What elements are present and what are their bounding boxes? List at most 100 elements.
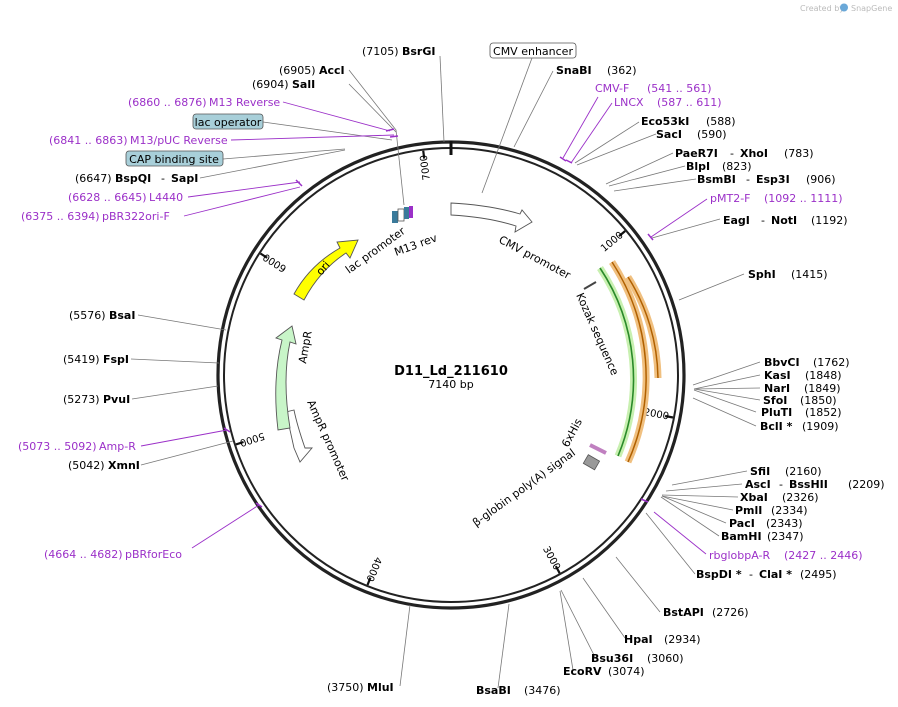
- site-eco53ki[interactable]: Eco53kI (588): [641, 115, 736, 128]
- site-sfii[interactable]: SfiI (2160): [750, 465, 822, 478]
- primer-pbr322[interactable]: (6375 .. 6394) pBR322ori-F: [21, 210, 170, 223]
- primer-lncx[interactable]: LNCX (587 .. 611): [614, 96, 722, 109]
- primer-l4440[interactable]: (6628 .. 6645) L4440: [68, 191, 183, 204]
- site-fspi[interactable]: (5419) FspI: [63, 353, 129, 366]
- site-asci[interactable]: AscI - BssHII (2209): [745, 478, 885, 491]
- site-paer7i[interactable]: PaeR7I - XhoI (783): [675, 147, 814, 160]
- feature-ori[interactable]: [293, 239, 359, 301]
- primer-rbglobpar[interactable]: rbglobpA-R (2427 .. 2446): [709, 549, 863, 562]
- boxed-labels: CMV enhancer lac operator CAP binding si…: [125, 42, 577, 194]
- primer-l4440-name: L4440: [149, 191, 183, 204]
- ring-tick-label: 1000: [599, 230, 626, 255]
- cap-binding-site-box[interactable]: [125, 150, 224, 167]
- site-bcli-name: BclI *: [760, 420, 793, 433]
- feature-cmv-promoter[interactable]: [450, 202, 533, 233]
- feature-polya-box[interactable]: [582, 454, 601, 471]
- site-bspqi[interactable]: (6647) BspQI - SapI: [75, 172, 198, 185]
- credit-prefix: Created by: [800, 4, 844, 13]
- site-bsmbi[interactable]: BsmBI - Esp3I (906): [697, 173, 836, 186]
- primer-m13rev[interactable]: (6860 .. 6876) M13 Reverse: [128, 96, 280, 109]
- feature-label-kozak: Kozak sequence: [573, 291, 621, 378]
- site-bbvci[interactable]: BbvCI (1762): [764, 356, 850, 369]
- site-bsrgi[interactable]: (7105) BsrGI: [362, 45, 435, 58]
- site-mlui[interactable]: (3750) MluI: [327, 681, 394, 694]
- site-bsu36i[interactable]: Bsu36I (3060): [591, 652, 684, 665]
- feature-lac-operator-mark[interactable]: [404, 207, 409, 219]
- site-bspdi-name2: ClaI *: [759, 568, 792, 581]
- primer-m13puc[interactable]: (6841 .. 6863) M13/pUC Reverse: [49, 134, 228, 147]
- primer-l4440-range: (6628 .. 6645): [68, 191, 147, 204]
- site-bcli[interactable]: BclI * (1909): [760, 420, 839, 433]
- site-bsrgi-name: BsrGI: [402, 45, 435, 58]
- site-eagi-sep: -: [761, 214, 765, 227]
- site-sfoi[interactable]: SfoI (1850): [763, 394, 837, 407]
- ring-tick-mark: [259, 252, 268, 259]
- site-sfoi-name: SfoI: [763, 394, 787, 407]
- feature-orange-arc-2-core: [627, 276, 659, 379]
- site-bsai-pos: (5576): [69, 309, 106, 322]
- site-paer7i-pos: (783): [784, 147, 814, 160]
- site-xbai-pos: (2326): [782, 491, 819, 504]
- site-bstapi[interactable]: BstAPI (2726): [663, 606, 749, 619]
- primer-pbr322-name: pBR322ori-F: [102, 210, 170, 223]
- site-bsai[interactable]: (5576) BsaI: [69, 309, 135, 322]
- site-pluti[interactable]: PluTI (1852): [761, 406, 842, 419]
- primer-cmvf[interactable]: CMV-F (541 .. 561): [595, 82, 712, 95]
- site-sali-name: SalI: [292, 78, 315, 91]
- site-kasi[interactable]: KasI (1848): [764, 369, 842, 382]
- site-snabi-name: SnaBI: [556, 64, 592, 77]
- primer-lncx-range: (587 .. 611): [657, 96, 722, 109]
- site-xmni[interactable]: (5042) XmnI: [68, 459, 140, 472]
- site-eagi[interactable]: EagI - NotI (1192): [723, 214, 848, 227]
- feature-cap-binding-mark[interactable]: [392, 211, 398, 223]
- site-bspdi[interactable]: BspDI * - ClaI * (2495): [696, 568, 837, 581]
- site-nari[interactable]: NarI (1849): [764, 382, 841, 395]
- site-pmli-pos: (2334): [771, 504, 808, 517]
- primer-pmt2f[interactable]: pMT2-F (1092 .. 1111): [710, 192, 843, 205]
- site-sali[interactable]: (6904) SalI: [252, 78, 315, 91]
- site-bsu36i-pos: (3060): [647, 652, 684, 665]
- primer-cmvf-name: CMV-F: [595, 82, 629, 95]
- site-bsmbi-name2: Esp3I: [756, 173, 790, 186]
- site-saci[interactable]: SacI (590): [656, 128, 727, 141]
- feature-6xhis-mark[interactable]: [589, 443, 607, 455]
- feature-m13-rev-mark[interactable]: [409, 206, 413, 218]
- feature-ampr-promoter[interactable]: [285, 409, 313, 463]
- site-mlui-pos: (3750): [327, 681, 364, 694]
- feature-lac-promoter-mark[interactable]: [397, 208, 405, 222]
- credit: Created by SnapGene: [800, 3, 892, 13]
- site-bamhi[interactable]: BamHI (2347): [721, 530, 804, 543]
- feature-ampr[interactable]: [275, 325, 297, 431]
- site-kasi-pos: (1848): [805, 369, 842, 382]
- primer-pmt2f-range: (1092 .. 1111): [764, 192, 843, 205]
- lac-operator-box[interactable]: [192, 113, 264, 130]
- site-acci-pos: (6905): [279, 64, 316, 77]
- site-nari-pos: (1849): [804, 382, 841, 395]
- site-ecorv[interactable]: EcoRV (3074): [563, 665, 645, 678]
- site-snabi[interactable]: SnaBI (362): [556, 64, 637, 77]
- site-hpai[interactable]: HpaI (2934): [624, 633, 701, 646]
- site-eco53ki-name: Eco53kI: [641, 115, 689, 128]
- site-sphi[interactable]: SphI (1415): [748, 268, 828, 281]
- site-pvui[interactable]: (5273) PvuI: [63, 393, 130, 406]
- primer-lncx-name: LNCX: [614, 96, 644, 109]
- primer-ampr[interactable]: (5073 .. 5092) Amp-R: [18, 440, 136, 453]
- site-paer7i-sep: -: [730, 147, 734, 160]
- site-bsu36i-name: Bsu36I: [591, 652, 633, 665]
- site-pmli[interactable]: PmlI (2334): [735, 504, 808, 517]
- ring-tick-mark: [422, 150, 426, 159]
- feature-label-ampr: AmpR: [296, 330, 315, 365]
- primer-pbrforeco-range: (4664 .. 4682): [44, 548, 123, 561]
- site-pmli-name: PmlI: [735, 504, 762, 517]
- site-blpi[interactable]: BlpI (823): [686, 160, 752, 173]
- site-acci[interactable]: (6905) AccI: [279, 64, 345, 77]
- primer-pbrforeco[interactable]: (4664 .. 4682) pBRforEco: [44, 548, 182, 561]
- site-xbai[interactable]: XbaI (2326): [740, 491, 819, 504]
- site-bsabi[interactable]: BsaBI (3476): [476, 684, 561, 697]
- site-pvui-name: PvuI: [103, 393, 130, 406]
- site-mlui-name: MluI: [367, 681, 394, 694]
- site-bsabi-pos: (3476): [524, 684, 561, 697]
- site-paci[interactable]: PacI (2343): [729, 517, 803, 530]
- cmv-enhancer-box[interactable]: [489, 42, 577, 59]
